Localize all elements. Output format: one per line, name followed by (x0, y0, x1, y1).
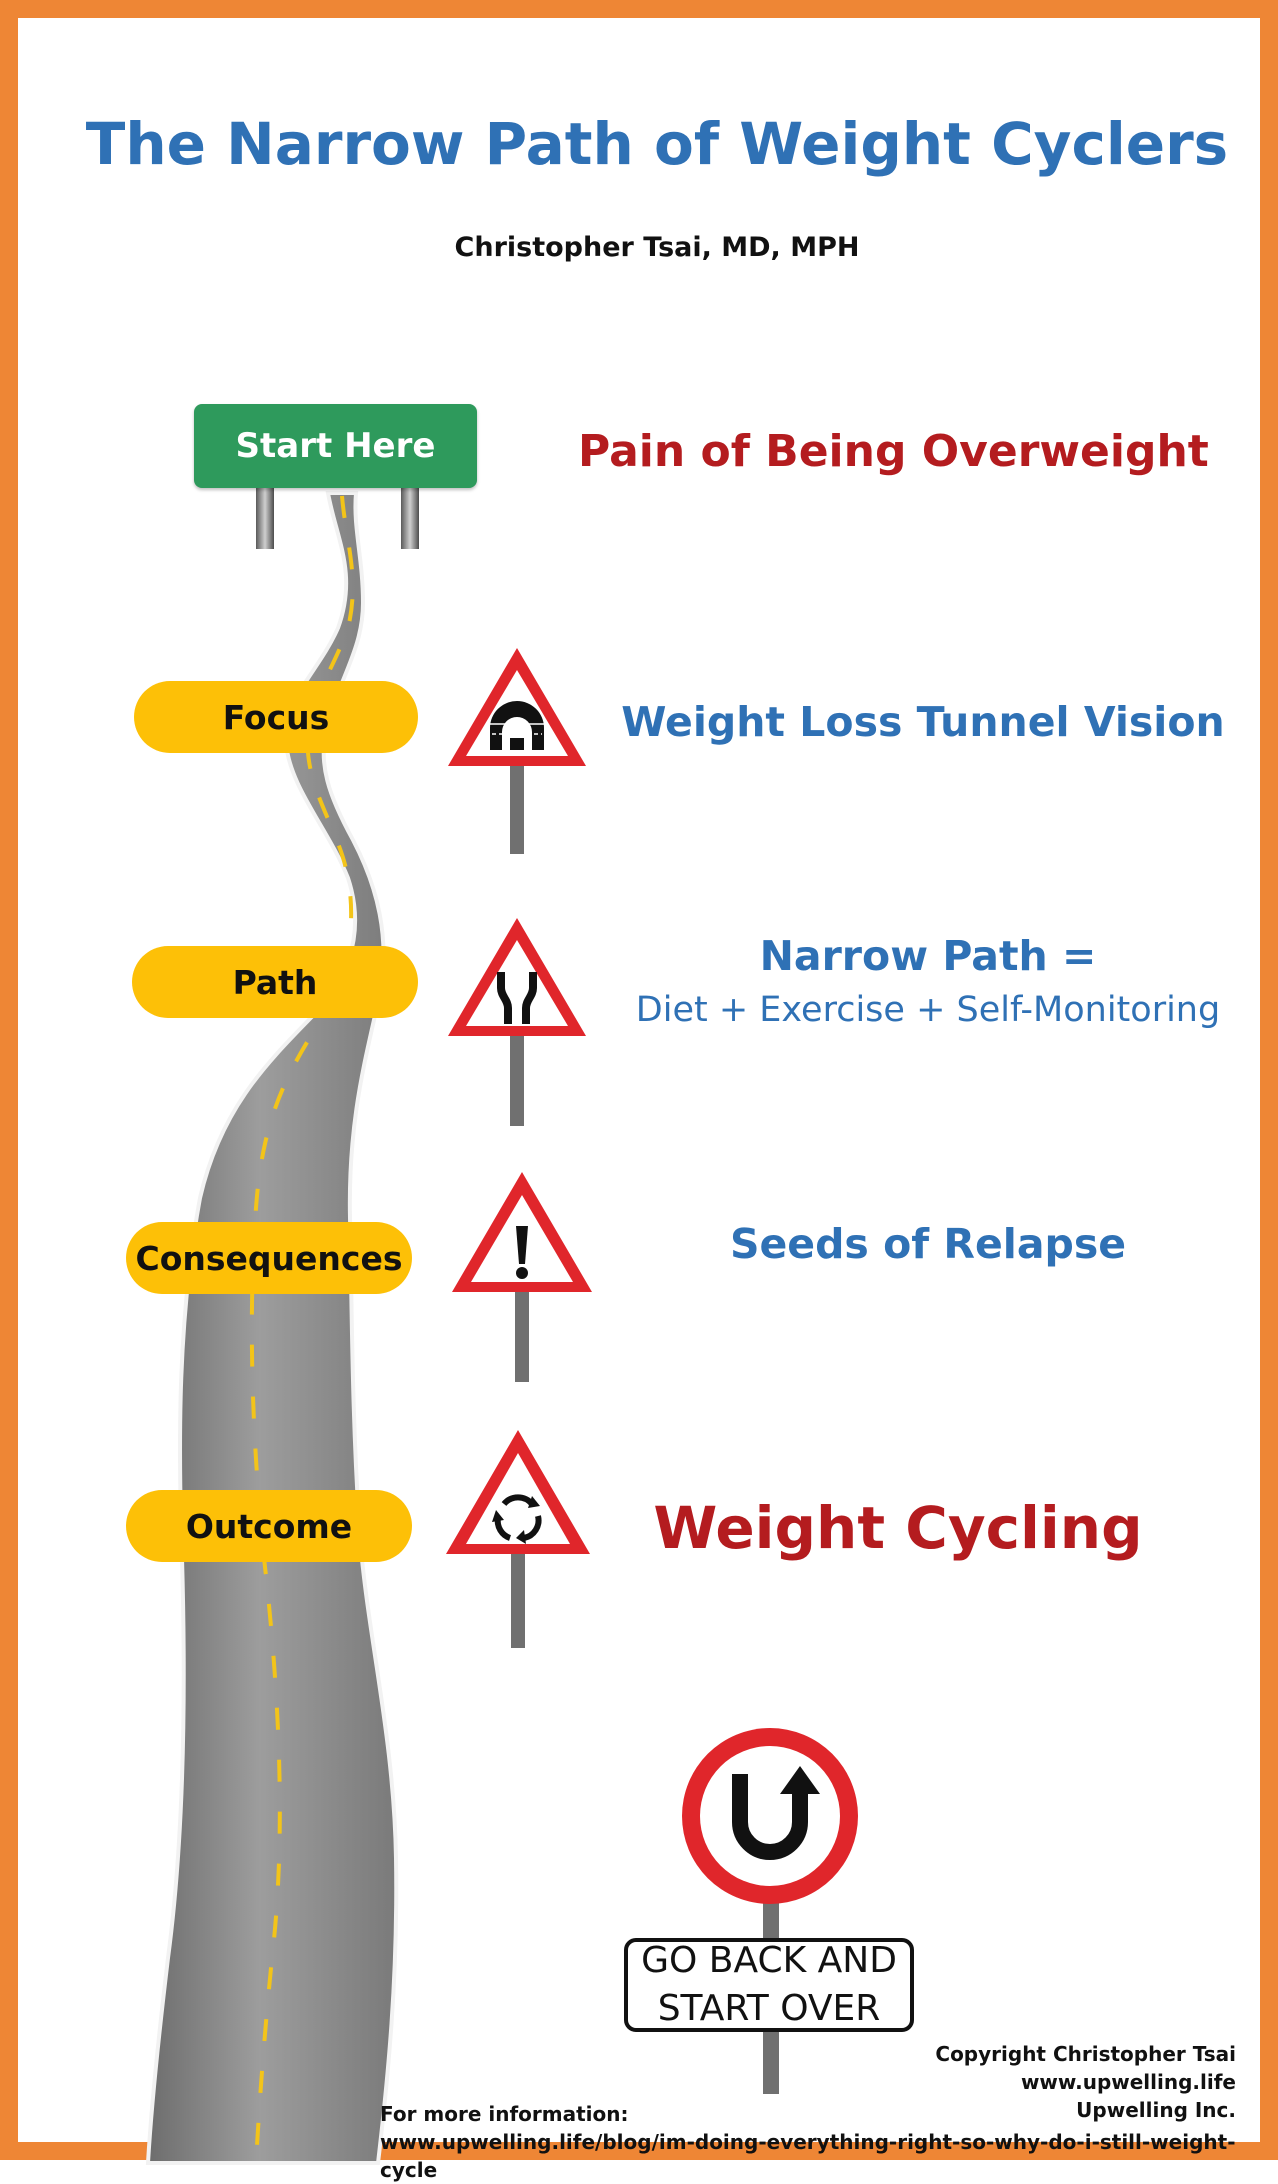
stage-heading-consequences: Seeds of Relapse (729, 1220, 1127, 1268)
roundabout-icon (492, 1494, 542, 1544)
copyright-block: Copyright Christopher Tsai www.upwelling… (935, 2040, 1236, 2124)
tunnel-warning-sign (448, 648, 586, 854)
start-heading: Pain of Being Overweight (578, 426, 1209, 477)
winding-road (145, 483, 419, 2165)
stage-heading-focus: Weight Loss Tunnel Vision (621, 698, 1225, 746)
start-sign-post-right (401, 483, 419, 549)
company-line: Upwelling Inc. (1076, 2098, 1236, 2122)
road-narrows-icon (497, 972, 537, 1024)
exclamation-icon (516, 1226, 528, 1279)
more-info-block: For more information: www.upwelling.life… (380, 2100, 1260, 2184)
go-back-sign-board: GO BACK AND START OVER (624, 1938, 914, 2032)
tunnel-icon (490, 701, 544, 750)
more-info-url[interactable]: www.upwelling.life/blog/im-doing-everyth… (380, 2130, 1236, 2182)
stage-pill-consequences: Consequences (126, 1222, 412, 1294)
caution-warning-sign (452, 1172, 592, 1382)
stage-heading-path: Narrow Path = (759, 932, 1097, 980)
u-turn-icon (732, 1766, 820, 1860)
roundabout-warning-sign (446, 1430, 590, 1648)
u-turn-sign (682, 1728, 858, 2094)
road-narrows-sign (448, 918, 586, 1126)
go-back-line-1: GO BACK AND (641, 1940, 897, 1981)
stage-subheading-path: Diet + Exercise + Self-Monitoring (635, 990, 1221, 1030)
start-sign-post-left (256, 483, 274, 549)
start-here-sign: Start Here (194, 404, 477, 488)
copyright-line: Copyright Christopher Tsai (935, 2042, 1236, 2066)
author-byline: Christopher Tsai, MD, MPH (454, 232, 860, 263)
stage-pill-outcome: Outcome (126, 1490, 412, 1562)
more-info-label: For more information: (380, 2102, 629, 2126)
page-title: The Narrow Path of Weight Cyclers (85, 110, 1229, 178)
stage-heading-outcome: Weight Cycling (653, 1494, 1143, 1562)
stage-pill-focus: Focus (134, 681, 418, 753)
stage-pill-path: Path (132, 946, 418, 1018)
go-back-line-2: START OVER (657, 1988, 881, 2029)
website-line: www.upwelling.life (1020, 2070, 1236, 2094)
